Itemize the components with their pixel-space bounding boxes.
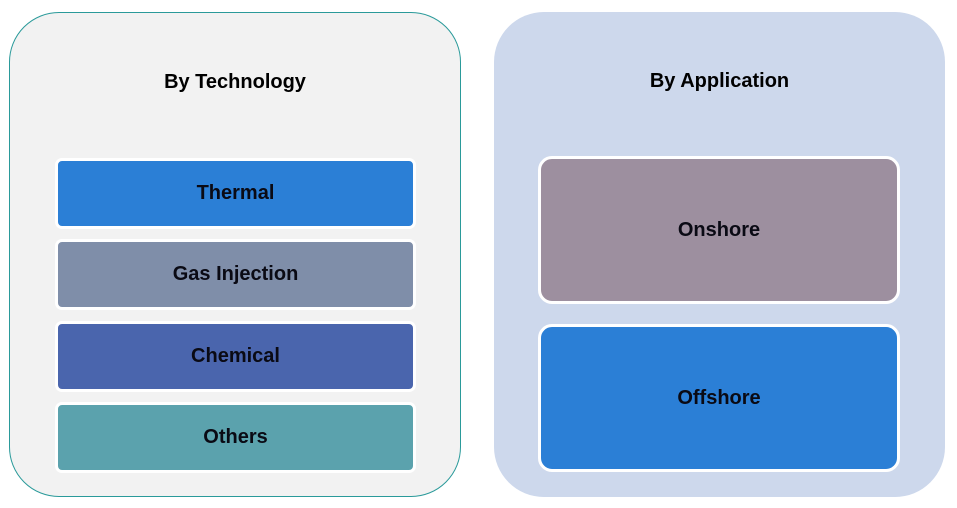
technology-item-label: Gas Injection — [172, 263, 299, 285]
application-item-offshore: Offshore — [538, 324, 900, 472]
application-item-label: Onshore — [677, 218, 761, 241]
technology-item-chemical: Chemical — [55, 321, 416, 392]
by-technology-title: By Technology — [164, 71, 306, 93]
technology-item-others: Others — [55, 402, 416, 473]
by-application-title: By Application — [649, 70, 790, 92]
by-technology-panel: By Technology Thermal Gas Injection Chem… — [9, 12, 461, 497]
application-item-label: Offshore — [677, 386, 761, 409]
technology-item-thermal: Thermal — [55, 158, 416, 229]
technology-item-label: Chemical — [191, 345, 280, 367]
technology-item-label: Others — [203, 426, 268, 448]
application-item-onshore: Onshore — [538, 156, 900, 304]
by-application-panel: By Application Onshore Offshore — [494, 12, 945, 497]
technology-item-gas-injection: Gas Injection — [55, 239, 416, 310]
technology-item-label: Thermal — [196, 182, 275, 204]
